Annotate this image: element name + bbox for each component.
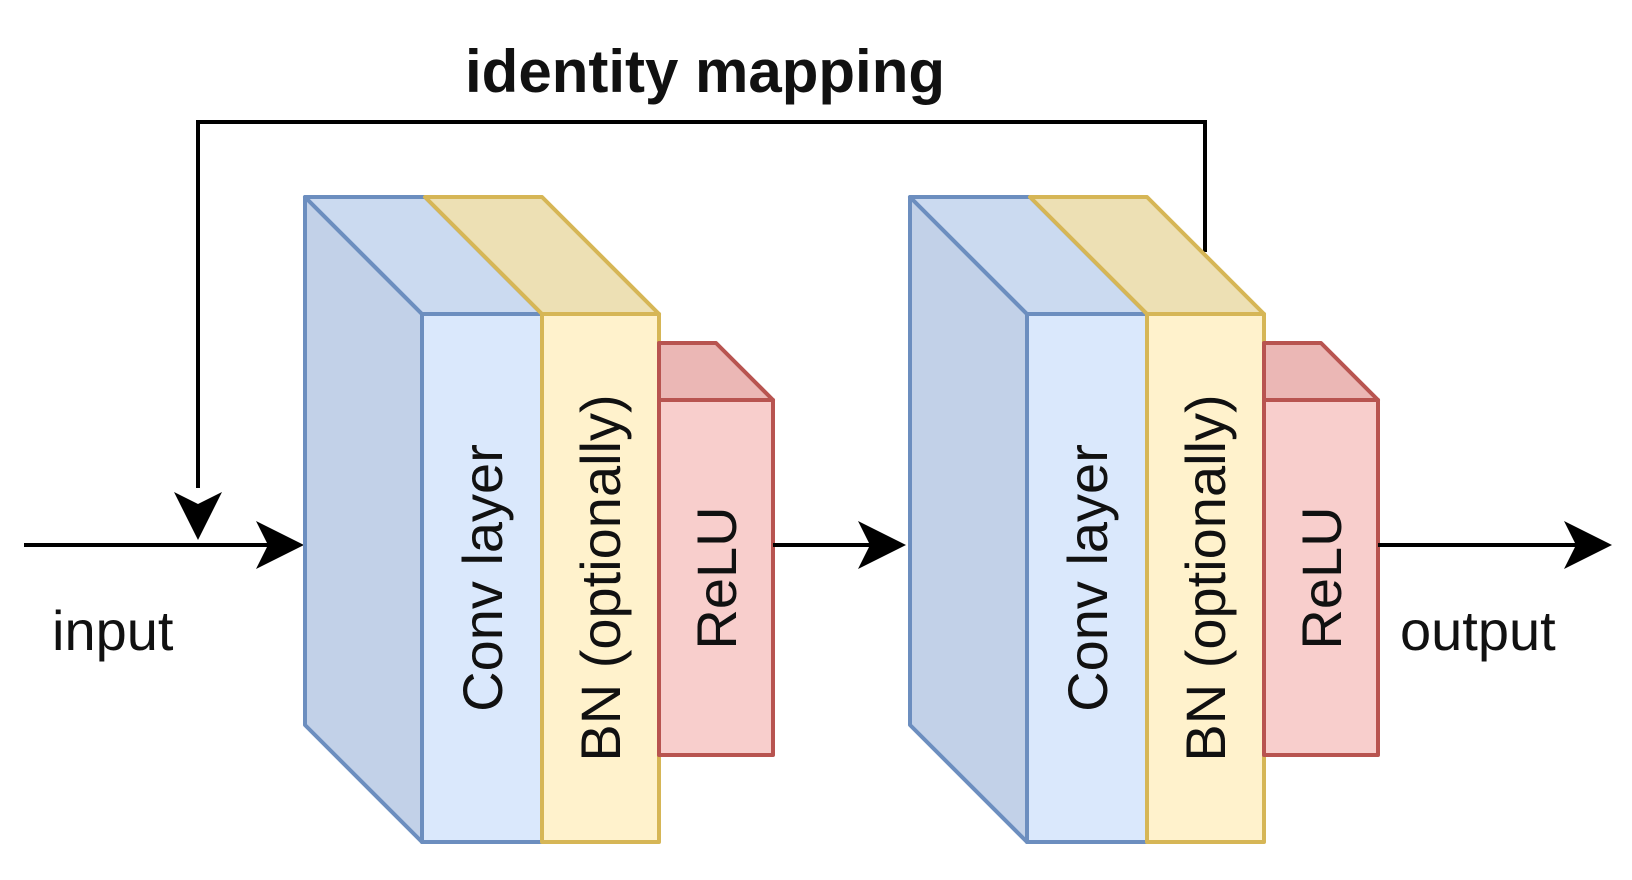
block-connection-arrowhead — [858, 521, 906, 569]
block-1-relu-layer: ReLU — [657, 341, 775, 757]
block-2-bn-layer: BN (optionally) — [1028, 195, 1266, 844]
block-2-conv-layer: Conv layer — [908, 195, 1149, 844]
block-1-relu-top — [657, 341, 775, 402]
identity-mapping-arrowhead — [174, 492, 222, 540]
block-1-bn-label: BN (optionally) — [569, 394, 632, 761]
block-2-relu-top — [1262, 341, 1380, 402]
diagram-title: identity mapping — [465, 38, 945, 105]
output-arrowhead — [1564, 521, 1612, 569]
output-label: output — [1400, 599, 1556, 662]
block-1-conv-label: Conv layer — [451, 444, 514, 712]
block-1-conv-layer: Conv layer — [303, 195, 544, 844]
block-1: Conv layer BN (optionally) ReLU — [303, 195, 775, 844]
identity-mapping-edge — [196, 120, 1207, 488]
block-2-relu-layer: ReLU — [1262, 341, 1380, 757]
block-2-conv-front — [1025, 312, 1149, 844]
block-2-relu-front — [1262, 398, 1380, 757]
block-2-bn-front — [1145, 312, 1266, 844]
block-1-relu-label: ReLU — [685, 506, 748, 649]
block-2: Conv layer BN (optionally) ReLU — [908, 195, 1380, 844]
input-label: input — [52, 599, 174, 662]
input-arrowhead — [256, 521, 304, 569]
block-2-bn-label: BN (optionally) — [1174, 394, 1237, 761]
block-1-relu-front — [657, 398, 775, 757]
block-2-conv-label: Conv layer — [1056, 444, 1119, 712]
block-2-relu-label: ReLU — [1290, 506, 1353, 649]
